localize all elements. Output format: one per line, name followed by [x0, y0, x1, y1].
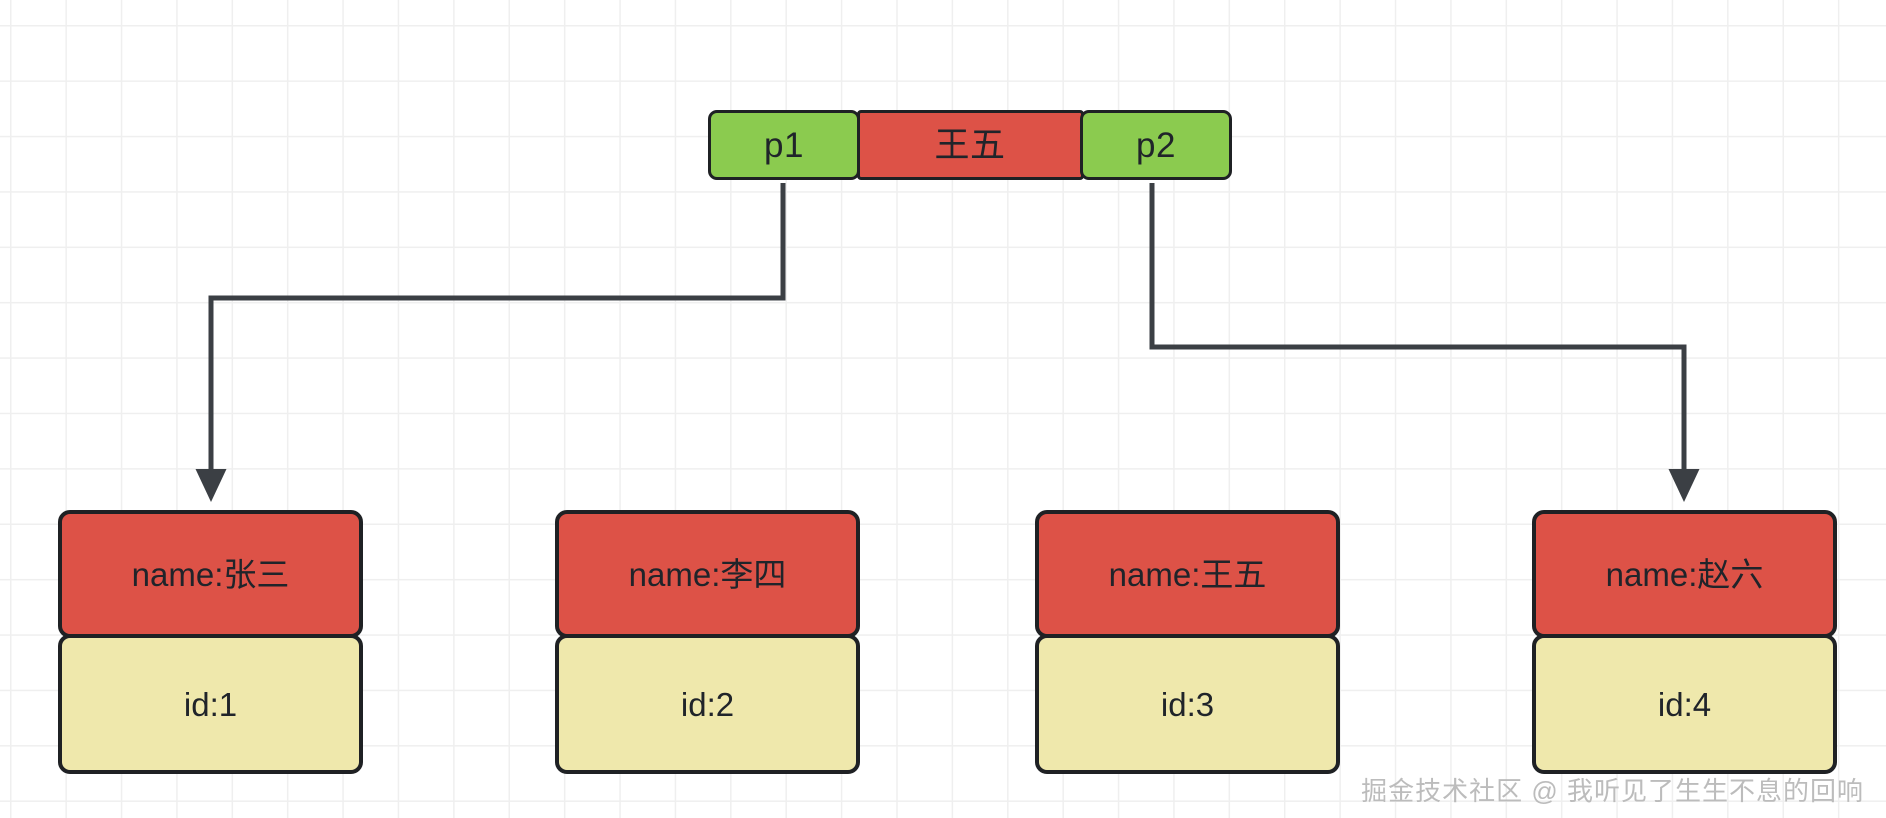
- record-card-4-id: id:4: [1532, 634, 1837, 774]
- record-card-1-id: id:1: [58, 634, 363, 774]
- pointer-cell-p2[interactable]: p2: [1080, 110, 1232, 180]
- pointer-cell-value-label: 王五: [934, 125, 1006, 165]
- pointer-node: p1 王五 p2: [708, 110, 1232, 180]
- record-card-4-id-label: id:4: [1657, 685, 1712, 723]
- record-card-3-name: name:王五: [1035, 510, 1340, 638]
- pointer-cell-value[interactable]: 王五: [856, 110, 1084, 180]
- pointer-cell-p1-label: p1: [764, 125, 804, 165]
- record-card-1-name: name:张三: [58, 510, 363, 638]
- record-card-2-name-label: name:李四: [628, 555, 787, 593]
- record-card-3-name-label: name:王五: [1108, 555, 1267, 593]
- watermark-text: 掘金技术社区 @ 我听见了生生不息的回响: [1361, 776, 1864, 806]
- edge-p1-to-record-1: [195, 183, 786, 502]
- record-card-1-name-label: name:张三: [131, 555, 290, 593]
- pointer-cell-p1[interactable]: p1: [708, 110, 860, 180]
- record-card-4-name: name:赵六: [1532, 510, 1837, 638]
- record-card-2-id: id:2: [555, 634, 860, 774]
- record-card-1[interactable]: name:张三 id:1: [58, 510, 363, 774]
- record-card-2-id-label: id:2: [680, 685, 735, 723]
- record-card-3[interactable]: name:王五 id:3: [1035, 510, 1340, 774]
- record-card-4[interactable]: name:赵六 id:4: [1532, 510, 1837, 774]
- pointer-cell-p2-label: p2: [1136, 125, 1176, 165]
- record-card-3-id: id:3: [1035, 634, 1340, 774]
- record-card-4-name-label: name:赵六: [1605, 555, 1764, 593]
- record-card-2-name: name:李四: [555, 510, 860, 638]
- record-card-3-id-label: id:3: [1160, 685, 1215, 723]
- record-card-2[interactable]: name:李四 id:2: [555, 510, 860, 774]
- record-card-1-id-label: id:1: [183, 685, 238, 723]
- edge-p2-to-record-4: [1149, 183, 1700, 502]
